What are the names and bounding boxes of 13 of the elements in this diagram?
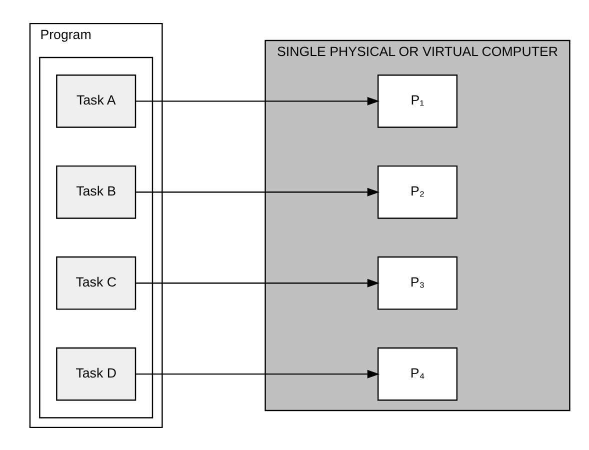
node-box: Task B — [56, 164, 136, 218]
arrow — [135, 369, 379, 378]
node-box: P₂ — [376, 164, 458, 218]
node-box: Task A — [56, 74, 136, 128]
arrow — [135, 278, 379, 287]
arrow — [135, 187, 379, 196]
arrow — [135, 96, 379, 105]
node-box: P₄ — [376, 346, 458, 400]
node-box: P₃ — [376, 256, 458, 310]
node-box: Task D — [56, 346, 136, 400]
node-box: Task C — [56, 256, 136, 310]
cluster — [38, 56, 153, 418]
node-box: P₁ — [376, 74, 458, 128]
